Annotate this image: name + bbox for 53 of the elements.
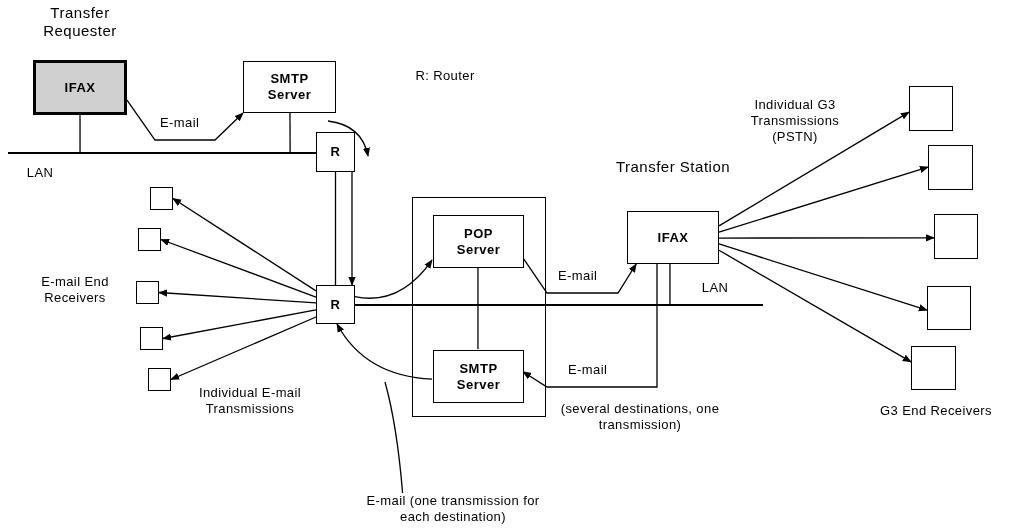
arrow	[718, 234, 935, 242]
receiver-box	[928, 145, 973, 190]
label-text: E-mail End Receivers	[40, 274, 110, 306]
label-text: G3 End Receivers	[879, 403, 993, 419]
receiver-box	[911, 346, 956, 390]
receiver-box	[927, 286, 971, 330]
server-box: SMTP Server	[243, 61, 336, 113]
receiver-box	[140, 327, 163, 350]
lan-bus-line	[8, 152, 316, 154]
leader-line	[384, 381, 404, 494]
arrow	[160, 238, 317, 298]
receiver-box	[934, 214, 978, 259]
arrow	[522, 263, 658, 388]
node-heading: Transfer Station	[614, 158, 732, 176]
network-label: LAN	[25, 165, 55, 181]
receiver-box	[150, 187, 173, 210]
receiver-box	[136, 281, 159, 304]
connector-line	[289, 112, 291, 154]
arrow	[354, 259, 433, 299]
connector-line	[334, 171, 337, 286]
label-text: (several destinations, one transmission)	[559, 401, 721, 433]
arrow	[172, 197, 317, 292]
server-box: SMTP Server	[433, 350, 524, 403]
arrow	[158, 289, 317, 304]
arrow	[170, 316, 317, 381]
arrow	[718, 249, 912, 363]
arrow	[336, 323, 433, 380]
arrow	[718, 243, 928, 312]
lan-bus-line	[355, 304, 763, 306]
connector-line	[477, 266, 479, 350]
receiver-box	[148, 368, 171, 391]
fax-device-box: IFAX	[33, 60, 127, 115]
connector-line	[669, 263, 671, 306]
annotation-text: E-mail (one transmission for each destination)	[363, 493, 543, 527]
label-text: Individual G3 Transmissions (PSTN)	[749, 97, 841, 145]
fax-device-box: IFAX	[627, 211, 719, 264]
router-box: R	[316, 132, 355, 172]
receiver-box	[138, 228, 161, 251]
network-label: LAN	[700, 280, 730, 296]
arrow	[522, 257, 637, 294]
server-group-box	[412, 197, 546, 417]
arrow	[348, 171, 356, 286]
receiver-box	[909, 86, 953, 131]
node-heading: Transfer Requester	[42, 4, 118, 40]
arrow	[718, 166, 929, 233]
label-text: Individual E-mail Transmissions	[197, 385, 303, 417]
server-box: POP Server	[433, 215, 524, 268]
arrow	[718, 111, 910, 227]
arrow	[162, 309, 317, 341]
connector-line	[79, 114, 81, 154]
arrow	[126, 99, 244, 141]
label-text: R: Router	[414, 68, 476, 84]
router-box: R	[316, 285, 355, 324]
